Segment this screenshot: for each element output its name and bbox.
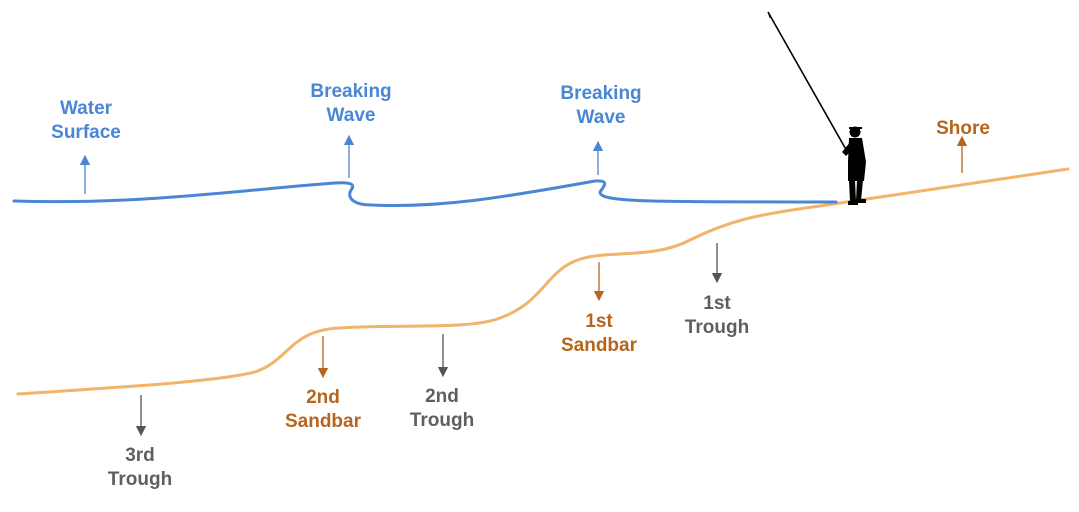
trough-3-label: 3rd Trough — [97, 444, 183, 492]
sandbar-1-label: 1st Sandbar — [552, 310, 646, 358]
sandbar-1-label-line-1: 1st — [585, 311, 613, 332]
shore-label: Shore — [924, 117, 1002, 141]
sandbar-2-label-line-1: 2nd — [306, 387, 340, 408]
sandbar-1-label-line-2: Sandbar — [560, 335, 638, 356]
fisherman-silhouette-icon — [767, 11, 866, 205]
trough-2-label: 2nd Trough — [399, 385, 485, 433]
trough-1-label-line-2: Trough — [684, 317, 750, 338]
trough-2-label-line-1: 2nd — [425, 386, 459, 407]
trough-1-label-line-1: 1st — [703, 293, 731, 314]
trough-2-label-line-2: Trough — [409, 410, 475, 431]
trough-1-label: 1st Trough — [674, 292, 760, 340]
breaking-wave-2-label-line-2: Wave — [576, 107, 626, 128]
breaking-wave-2-label-line-1: Breaking — [560, 83, 642, 104]
trough-3-label-line-2: Trough — [107, 469, 173, 490]
breaking-wave-1-label-line-2: Wave — [326, 105, 376, 126]
shore-label-line-1: Shore — [936, 118, 990, 139]
breaking-wave-1-label-line-1: Breaking — [310, 81, 392, 102]
seafloor-line — [16, 167, 1070, 396]
water-surface-line — [12, 179, 838, 208]
trough-3-label-line-1: 3rd — [125, 445, 155, 466]
water-surface-label: Water Surface — [40, 97, 132, 145]
sandbar-2-label-line-2: Sandbar — [284, 411, 362, 432]
breaking-wave-label-1: Breaking Wave — [301, 80, 401, 128]
sandbar-2-label: 2nd Sandbar — [276, 386, 370, 434]
water-surface-label-line-2: Surface — [51, 122, 121, 143]
breaking-wave-label-2: Breaking Wave — [551, 82, 651, 130]
water-surface-label-line-1: Water — [59, 98, 113, 119]
